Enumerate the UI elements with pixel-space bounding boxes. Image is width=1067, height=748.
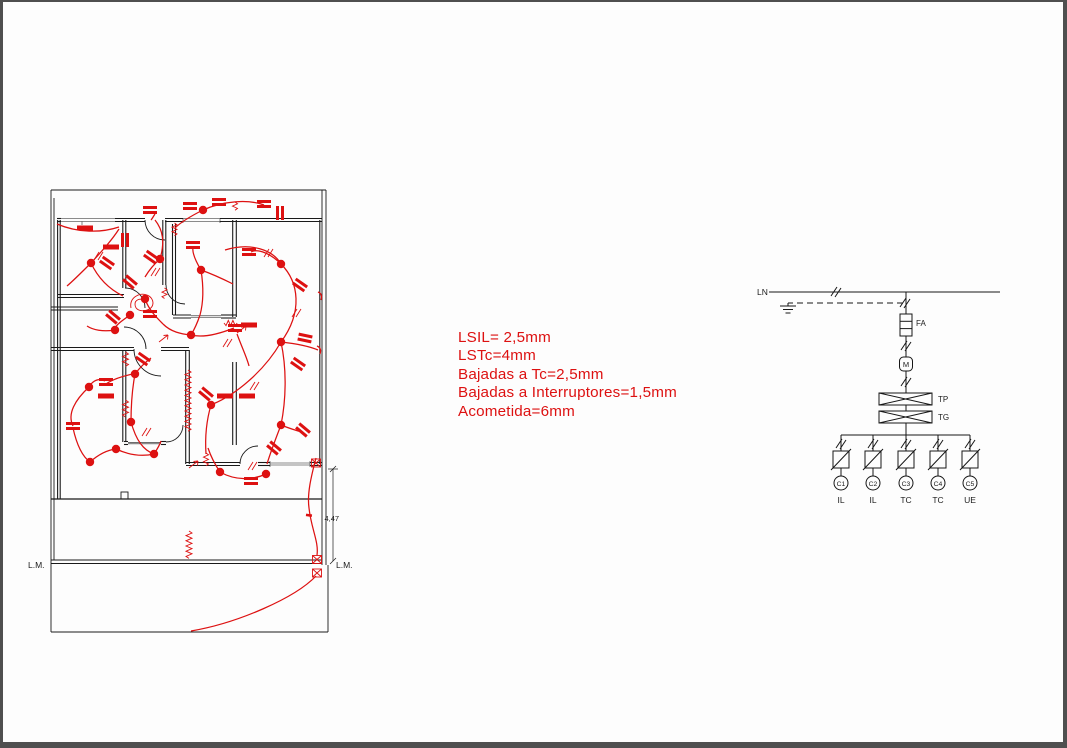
circuit-load: IL: [837, 495, 844, 505]
drawing-svg: 4,47 L.M. L.M.: [28, 189, 1000, 633]
conduit-zigzags: [121, 201, 239, 559]
meter-label: M: [903, 360, 909, 369]
lm-label-right: L.M.: [336, 560, 353, 570]
wiring-layer: [56, 198, 323, 632]
circuit-id: C2: [869, 481, 878, 488]
service-entrance: [311, 458, 322, 578]
spec-note-line: Bajadas a Tc=2,5mm: [458, 365, 604, 383]
circuit-load: IL: [869, 495, 876, 505]
door-swings: [123, 219, 259, 465]
circuit-id: C4: [934, 481, 943, 488]
circuit-load: UE: [964, 495, 976, 505]
spec-note-line: LSTc=4mm: [458, 347, 536, 365]
fuse-label: FA: [916, 319, 926, 328]
single-line-diagram: LN: [757, 286, 1000, 505]
lot-boundary: [50, 189, 329, 633]
circuit-id: C5: [966, 481, 975, 488]
circuit-id: C1: [837, 481, 846, 488]
circuit-loads: IL IL TC TC UE: [837, 495, 976, 505]
spec-note-line: Bajadas a Interruptores=1,5mm: [458, 384, 677, 402]
lm-label-left: L.M.: [28, 560, 45, 570]
floor-plan: 4,47 L.M. L.M.: [28, 189, 353, 633]
spec-note-line: LSIL= 2,5mm: [458, 329, 551, 346]
tp-label: TP: [938, 395, 948, 404]
tg-label: TG: [938, 413, 949, 422]
dimension-text: 4,47: [325, 514, 340, 523]
circuit-id: C3: [902, 481, 911, 488]
setback-dimension: 4,47: [325, 465, 340, 565]
circuit-load: TC: [932, 495, 943, 505]
circuit-load: TC: [900, 495, 911, 505]
circuit-ids: C1 C2 C3 C4 C5: [837, 481, 975, 488]
supply-label: LN: [757, 287, 768, 297]
spec-note-line: Acometida=6mm: [458, 402, 575, 420]
outlets-switches: [66, 198, 313, 518]
wiring-spec-notes: LSIL= 2,5mm LSTc=4mm Bajadas a Tc=2,5mm …: [458, 329, 677, 421]
walls: [51, 217, 322, 499]
